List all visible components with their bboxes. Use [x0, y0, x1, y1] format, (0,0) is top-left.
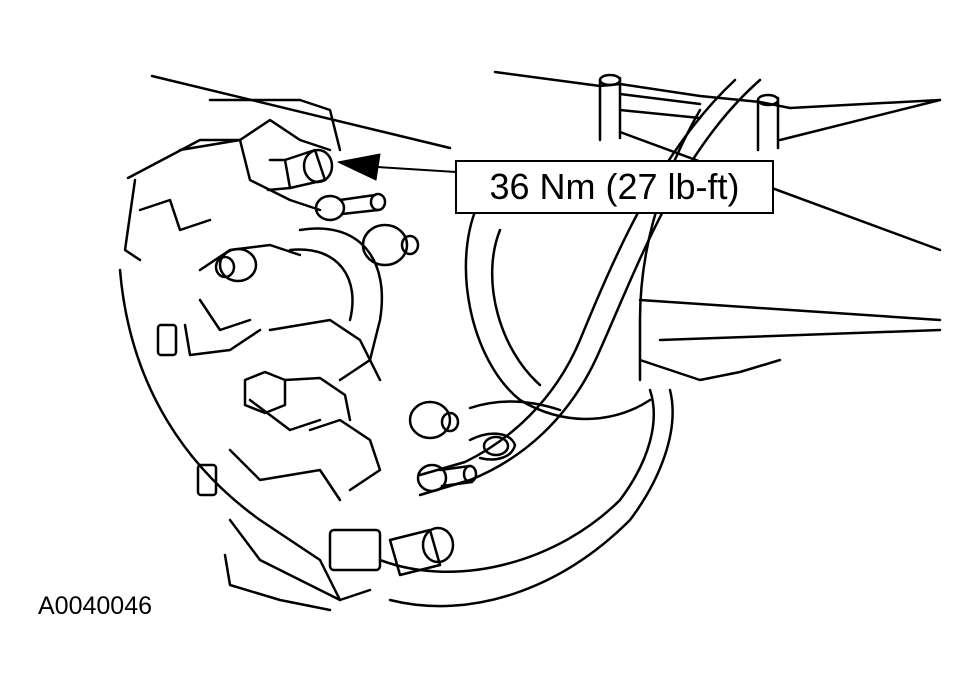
frame-posts [598, 73, 780, 152]
stud-1 [314, 192, 387, 222]
figure-id-label: A0040046 [38, 592, 153, 620]
callout-leader [337, 153, 457, 181]
hose-fitting [468, 432, 517, 461]
stud-4 [408, 400, 460, 440]
brake-rotor [378, 198, 674, 608]
torque-callout-box: 36 Nm (27 lb-ft) [455, 160, 774, 214]
frame-lines [150, 70, 942, 382]
banjo-bolt [243, 370, 352, 422]
lower-guide-bolt [388, 526, 455, 577]
stud-5 [416, 463, 478, 493]
stud-2 [361, 223, 420, 267]
stud-3 [214, 247, 258, 283]
brake-caliper [118, 98, 384, 612]
brake-hose [418, 78, 762, 497]
caliper-bolts [214, 148, 478, 577]
upper-guide-bolt [266, 148, 334, 192]
torque-callout-label: 36 Nm (27 lb-ft) [489, 166, 740, 207]
